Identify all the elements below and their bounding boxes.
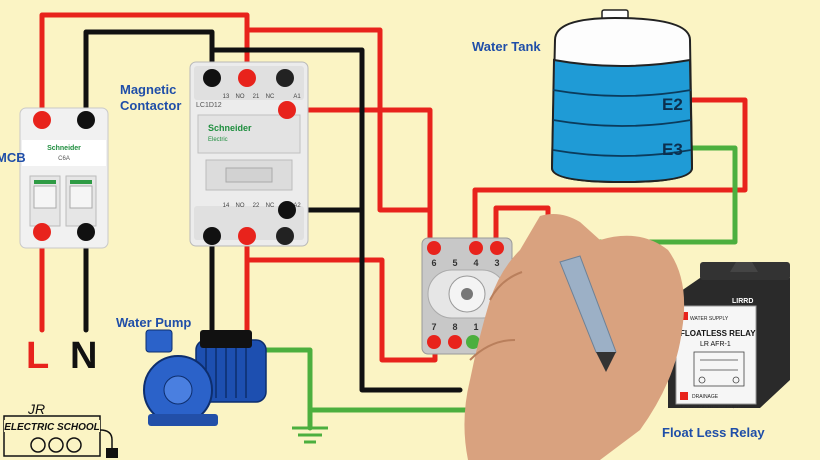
relay-pin-3: 3 <box>494 258 499 268</box>
float-relay-maker: LIRRD RELAY ENTERPRISE CO.,LTD <box>680 405 741 409</box>
wire-black-mcb-to-contactor <box>83 29 215 121</box>
contactor-top-a1: A1 <box>293 94 301 100</box>
logo-name: ELECTRIC SCHOOL <box>4 422 100 433</box>
contactor-bottom-a2: A2 <box>293 203 301 209</box>
relay-pin-1: 1 <box>473 322 478 332</box>
probe-e3-label: E3 <box>662 140 683 159</box>
mcb-terminal-line-top <box>33 111 51 129</box>
mcb-terminal-line-bottom <box>33 223 51 241</box>
contactor-bottom-22: 22 <box>253 203 260 209</box>
float-relay-drainage: DRAINAGE <box>692 394 719 400</box>
relay-terminal-6 <box>427 241 441 255</box>
relay-pin-6: 6 <box>431 258 436 268</box>
relay-terminal-7 <box>427 335 441 349</box>
mcb-label: MCB <box>0 150 26 165</box>
contactor-model: LC1D12 <box>196 102 222 109</box>
relay-terminal-8 <box>448 335 462 349</box>
contactor-terminal-21 <box>276 69 294 87</box>
float-relay-brand: LIRRD <box>732 298 753 305</box>
contactor-terminal-14 <box>203 227 221 245</box>
contactor-bottom-nc: NC <box>266 203 275 209</box>
contactor-label-line2: Contactor <box>120 98 181 113</box>
relay-terminal-1 <box>466 335 480 349</box>
contactor-terminal-no-bottom <box>238 227 256 245</box>
wire-green-earth <box>262 347 473 413</box>
relay-terminal-4 <box>469 241 483 255</box>
float-less-relay <box>668 262 790 408</box>
relay-pin-4: 4 <box>473 258 478 268</box>
magnetic-contactor: Schneider Electric LC1D12 <box>189 61 309 247</box>
relay-pin-5: 5 <box>452 258 457 268</box>
contactor-label-line1: Magnetic <box>120 82 176 97</box>
mcb-breaker: Schneider C6A <box>19 107 109 249</box>
contactor-terminal-a2 <box>278 201 296 219</box>
wire-red-a1-to-relay <box>284 107 433 248</box>
relay-pin-7: 7 <box>431 322 436 332</box>
wire-red-bottom-to-relay <box>244 233 438 363</box>
contactor-top-nc: NC <box>266 94 275 100</box>
float-relay-title: FLOATLESS RELAY <box>680 329 756 338</box>
float-less-relay-label: Float Less Relay <box>662 425 765 440</box>
mcb-terminal-neutral-bottom <box>77 223 95 241</box>
contactor-terminal-a1 <box>278 101 296 119</box>
water-tank-label: Water Tank <box>472 39 541 54</box>
contactor-bottom-14: 14 <box>223 203 230 209</box>
hand-with-marker <box>464 214 685 460</box>
mcb-rating: C6A <box>58 156 70 162</box>
water-pump-label: Water Pump <box>116 315 191 330</box>
line-label: L <box>26 335 49 377</box>
mcb-brand: Schneider <box>47 145 81 152</box>
contactor-top-21: 21 <box>253 94 260 100</box>
mcb-terminal-neutral-top <box>77 111 95 129</box>
neutral-label: N <box>70 335 97 377</box>
contactor-terminal-22 <box>276 227 294 245</box>
relay-pin-8: 8 <box>452 322 457 332</box>
float-relay-model: LR AFR-1 <box>700 341 731 348</box>
contactor-brand: Schneider <box>208 123 252 133</box>
wire-red-e2 <box>472 97 748 248</box>
contactor-top-13: 13 <box>223 94 230 100</box>
water-pump <box>143 329 267 426</box>
wire-black-top <box>209 47 463 393</box>
contactor-top-no: NO <box>236 94 245 100</box>
probe-e2-label: E2 <box>662 95 683 114</box>
contactor-brand-sub: Electric <box>208 137 228 143</box>
float-relay-water-supply: WATER SUPPLY <box>690 316 729 322</box>
contactor-bottom-no: NO <box>236 203 245 209</box>
water-tank <box>550 9 694 184</box>
earth-symbol <box>292 426 328 444</box>
relay-terminal-3 <box>490 241 504 255</box>
contactor-terminal-no-top <box>238 69 256 87</box>
logo-initials: JR <box>27 401 45 417</box>
contactor-terminal-13 <box>203 69 221 87</box>
electric-school-logo <box>3 415 118 458</box>
